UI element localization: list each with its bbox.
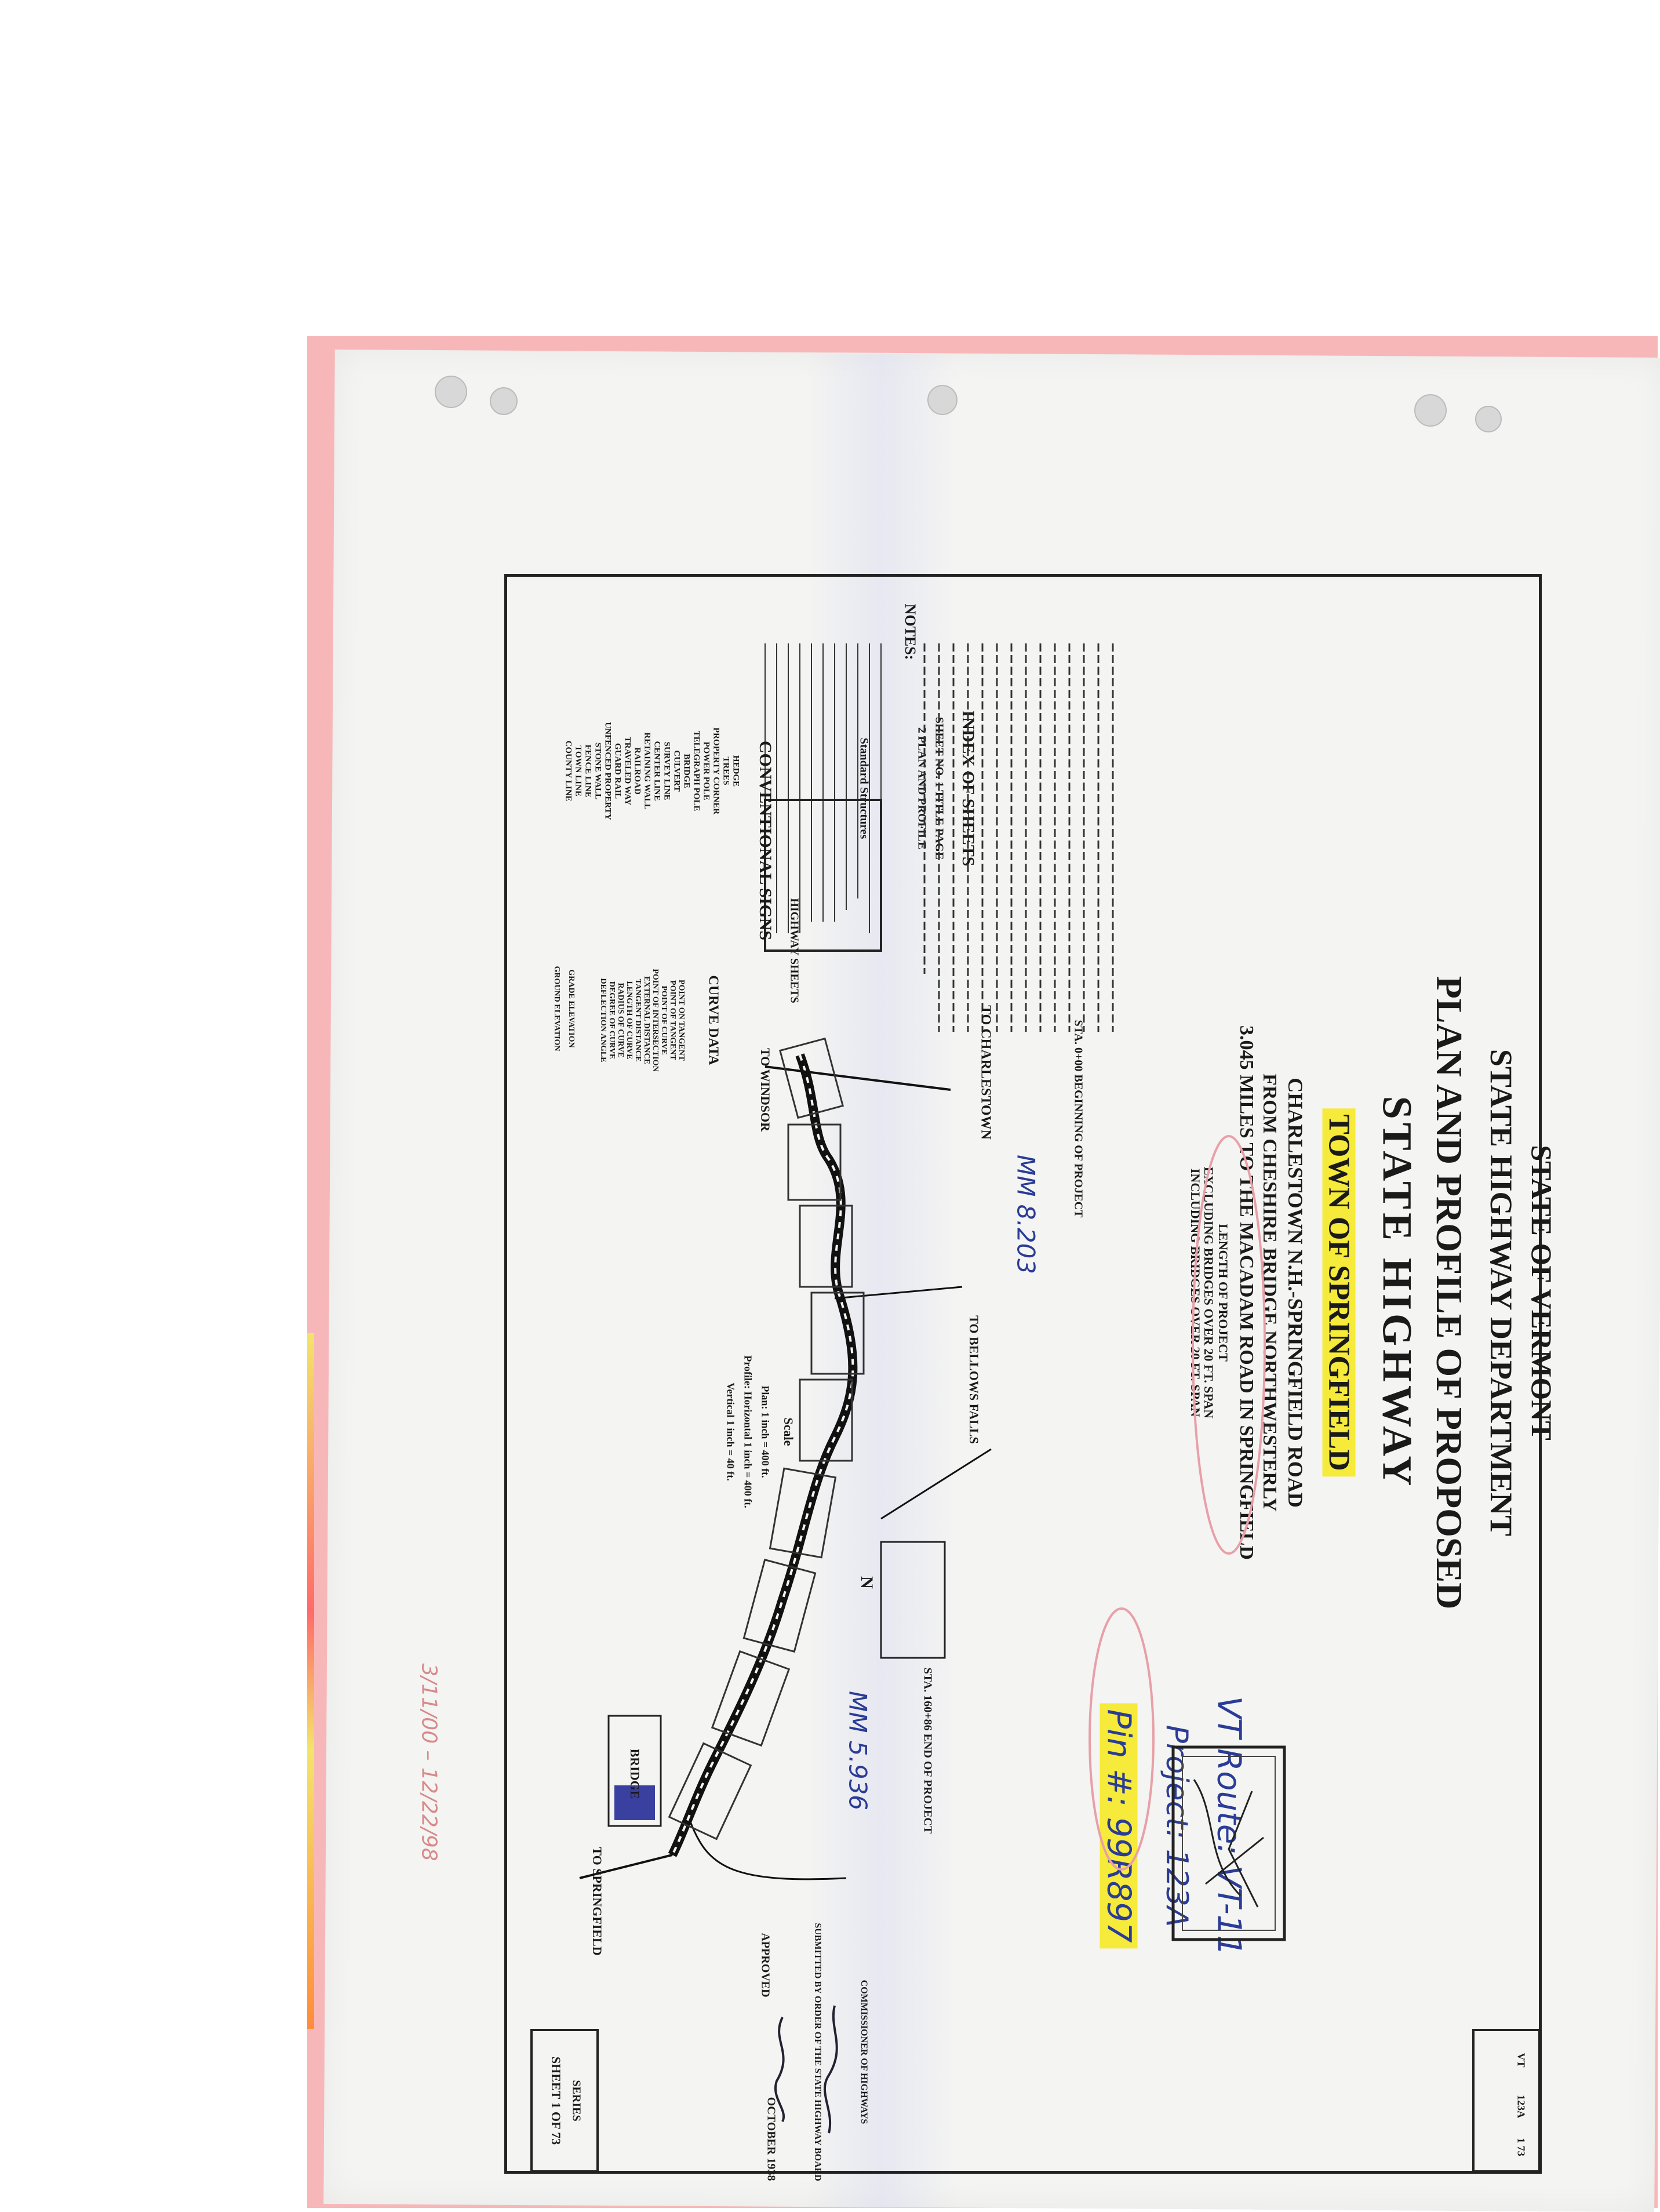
sheet-number: SHEET 1 OF 73 <box>549 2056 563 2145</box>
punch-hole <box>435 376 467 408</box>
project-title-block: VT 123A 1 73 <box>1472 2029 1541 2173</box>
drawing-frame <box>504 574 1542 2174</box>
label-to-windsor: TO WINDSOR <box>758 1047 773 1132</box>
label-bridge: BRIDGE <box>628 1748 642 1799</box>
legend-item: TREES <box>721 756 731 785</box>
legend-item: SURVEY LINE <box>662 741 672 801</box>
state-name: STATE OF VERMONT <box>1526 1145 1558 1440</box>
legend-item: RAILROAD <box>632 747 642 795</box>
scale-label: Scale <box>781 1417 796 1446</box>
legend-item: GUARD RAIL <box>613 743 622 799</box>
legend-item: TELEGRAPH POLE <box>691 730 701 812</box>
road-to-bellows-falls <box>834 1286 963 1300</box>
title-block-area: STATE OF VERMONT STATE HIGHWAY DEPARTMEN… <box>1188 976 1582 1610</box>
title-block-project: 123A <box>1515 2095 1527 2118</box>
series-label: SERIES <box>570 2080 583 2122</box>
legend-item: CENTER LINE <box>652 741 662 801</box>
title-block-sheet: 1 73 <box>1515 2138 1527 2156</box>
punch-hole <box>927 385 958 415</box>
pen-circle-pin <box>1089 1607 1155 1871</box>
location-map-inset <box>1171 1745 1286 1941</box>
department-name: STATE HIGHWAY DEPARTMENT <box>1484 1049 1519 1537</box>
scan-edge-artifact <box>307 1333 314 2029</box>
label-to-bellows-falls: TO BELLOWS FALLS <box>967 1315 981 1444</box>
legend-item: HEDGE <box>731 755 741 787</box>
scale-block: Scale Plan: 1 inch = 400 ft. Profile: Ho… <box>684 1345 811 1519</box>
scale-profile-h: Profile: Horizontal 1 inch = 400 ft. <box>742 1355 754 1508</box>
legend-item: UNFENCED PROPERTY <box>603 722 613 820</box>
label-beginning: STA. 0+00 BEGINNING OF PROJECT <box>1072 1020 1085 1218</box>
handwritten-margin-note: 3/11/00 – 12/22/98 <box>417 1663 441 1861</box>
legend-item: COUNTY LINE <box>563 740 573 802</box>
handwritten-mm-bottom: MM 5.936 <box>843 1690 872 1811</box>
legend-item: CULVERT <box>672 750 682 792</box>
legend-item: BRIDGE <box>682 754 691 788</box>
scale-plan: Plan: 1 inch = 400 ft. <box>759 1385 771 1478</box>
notes-text-lines <box>923 643 1114 1032</box>
north-arrow <box>880 1448 992 1520</box>
road-to-springfield <box>579 1854 673 1879</box>
label-end: STA. 160+86 END OF PROJECT <box>921 1667 934 1834</box>
handwritten-mm-top: MM 8.203 <box>1011 1154 1040 1275</box>
legend-item: PROPERTY CORNER <box>711 727 721 815</box>
plan-title-line2: STATE HIGHWAY <box>1374 1096 1421 1490</box>
plan-title-line1: PLAN AND PROFILE OF PROPOSED <box>1429 976 1470 1610</box>
index-lines <box>764 643 882 952</box>
label-to-charlestown: TO CHARLESTOWN <box>978 1005 993 1140</box>
legend-item: RETAINING WALL <box>642 732 652 810</box>
approved-label: APPROVED <box>759 1933 772 1998</box>
punch-hole <box>490 387 518 415</box>
end-loop <box>689 1820 847 1880</box>
town-name: TOWN OF SPRINGFIELD <box>1322 1108 1356 1477</box>
alignment-map <box>579 1037 992 1880</box>
pen-circle-town <box>1192 1135 1266 1555</box>
legend-item: TRAVELED WAY <box>622 736 632 806</box>
road-to-charlestown <box>765 1065 951 1091</box>
punch-hole <box>1414 394 1447 427</box>
title-block-state: VT <box>1515 2053 1527 2068</box>
punch-hole <box>1475 406 1502 432</box>
sheet-number-block: SERIES SHEET 1 OF 73 <box>530 2029 599 2173</box>
legend-item: TOWN LINE <box>573 745 583 796</box>
label-north: N <box>857 1576 876 1589</box>
legend-item: FENCE LINE <box>583 744 593 798</box>
legend-item: STONE WALL <box>593 742 603 800</box>
label-to-springfield: TO SPRINGFIELD <box>590 1847 605 1956</box>
legend-item: POWER POLE <box>701 741 711 801</box>
scale-profile-v: Vertical 1 inch = 40 ft. <box>725 1382 737 1481</box>
road-name: CHARLESTOWN N.H.-SPRINGFIELD ROAD <box>1284 1078 1307 1508</box>
signatures <box>774 2005 838 2134</box>
